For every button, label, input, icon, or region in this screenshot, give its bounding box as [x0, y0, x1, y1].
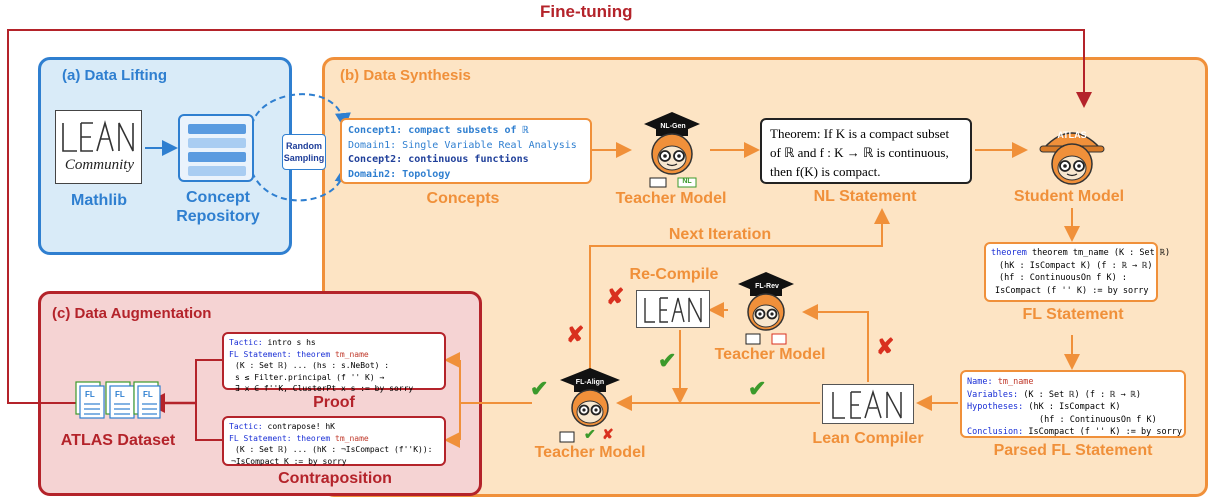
nl-output-tag: NL: [682, 178, 692, 185]
concepts-label: Concepts: [426, 190, 500, 207]
atlas-dataset-icon: FL FL FL: [72, 378, 162, 428]
student-model-label: Student Model: [1013, 188, 1125, 205]
student-model-avatar: ATLAS: [1034, 114, 1110, 186]
re-compile-label: Re-Compile: [629, 266, 719, 283]
teacher-fl-align-avatar: FL-Align ✔ ✘: [552, 362, 628, 446]
align-check-icon: ✔: [584, 426, 596, 442]
check-mark-icon: ✔: [658, 348, 677, 373]
teacher-rev-robot-icon: [738, 272, 794, 345]
parsed-fl-statement-label: Parsed FL Statement: [993, 442, 1153, 459]
teacher-fl-rev-label: Teacher Model: [714, 346, 826, 363]
lean-compiler-box: [822, 384, 914, 424]
contraposition-box: Tactic: contrapose! hK FL Statement: the…: [222, 416, 446, 466]
re-compile-box: [636, 290, 710, 328]
fl-theorem-keyword: theorem: [991, 248, 1027, 258]
mathlib-label: Mathlib: [71, 192, 127, 209]
cross-mark-icon: ✘: [566, 322, 585, 347]
fl-file-tag: FL: [115, 390, 125, 399]
fl-align-badge: FL-Align: [575, 379, 605, 386]
fine-tuning-label: Fine-tuning: [540, 2, 633, 21]
data-lifting-title: (a) Data Lifting: [62, 67, 167, 84]
cross-mark-icon: ✘: [876, 334, 895, 359]
contraposition-label: Contraposition: [278, 470, 392, 487]
fl-statement-box: theorem theorem tm_name (K : Set ℝ) (hK …: [984, 242, 1170, 302]
document-stack-icon: [75, 381, 161, 419]
student-robot-icon: [1039, 132, 1105, 185]
lean-compiler-label: Lean Compiler: [812, 430, 924, 447]
fl-statement-label: FL Statement: [1022, 306, 1124, 323]
data-augmentation-title: (c) Data Augmentation: [52, 305, 212, 322]
teacher-nl-gen-label: Teacher Model: [615, 190, 727, 207]
fl-file-tag: FL: [143, 390, 153, 399]
random-sampling-badge: Random Sampling: [282, 134, 326, 170]
align-cross-icon: ✘: [602, 426, 614, 442]
proof-label: Proof: [313, 394, 355, 411]
atlas-badge: ATLAS: [1057, 130, 1087, 140]
check-mark-icon: ✔: [748, 376, 767, 401]
check-mark-icon: ✔: [530, 376, 549, 401]
re-compile-lean-logo-icon: [644, 297, 702, 323]
teacher-align-robot-icon: [559, 368, 620, 443]
nl-statement-box: Theorem: If K is a compact subset of ℝ a…: [760, 118, 972, 184]
concept-repository-label: Concept Repository: [176, 189, 260, 225]
teacher-fl-align-label: Teacher Model: [534, 444, 646, 461]
mathlib-logo: Community: [55, 110, 142, 184]
nl-gen-badge: NL-Gen: [660, 123, 686, 130]
data-synthesis-title: (b) Data Synthesis: [340, 67, 471, 84]
teacher-fl-rev-avatar: FL-Rev: [730, 266, 802, 350]
lean-compiler-logo-icon: [832, 389, 902, 419]
concept-repository-icon: [178, 114, 254, 182]
proof-box: Tactic: intro s hs FL Statement: theorem…: [222, 332, 446, 393]
teacher-robot-icon: [644, 112, 700, 188]
lean-logo-icon: [62, 120, 134, 152]
fl-file-tag: FL: [85, 390, 95, 399]
atlas-dataset-label: ATLAS Dataset: [60, 432, 176, 449]
cross-mark-icon: ✘: [606, 284, 625, 309]
teacher-nl-gen-avatar: NL-Gen NL: [636, 104, 708, 188]
community-text: Community: [64, 157, 135, 173]
fl-rev-badge: FL-Rev: [755, 283, 779, 290]
next-iteration-label: Next Iteration: [668, 226, 772, 243]
parsed-fl-statement-box: Name: tm_name Variables: (K : Set ℝ) (f …: [960, 370, 1186, 438]
nl-statement-label: NL Statement: [813, 188, 917, 205]
concepts-box: Concept1: compact subsets of ℝ Domain1: …: [340, 118, 592, 184]
